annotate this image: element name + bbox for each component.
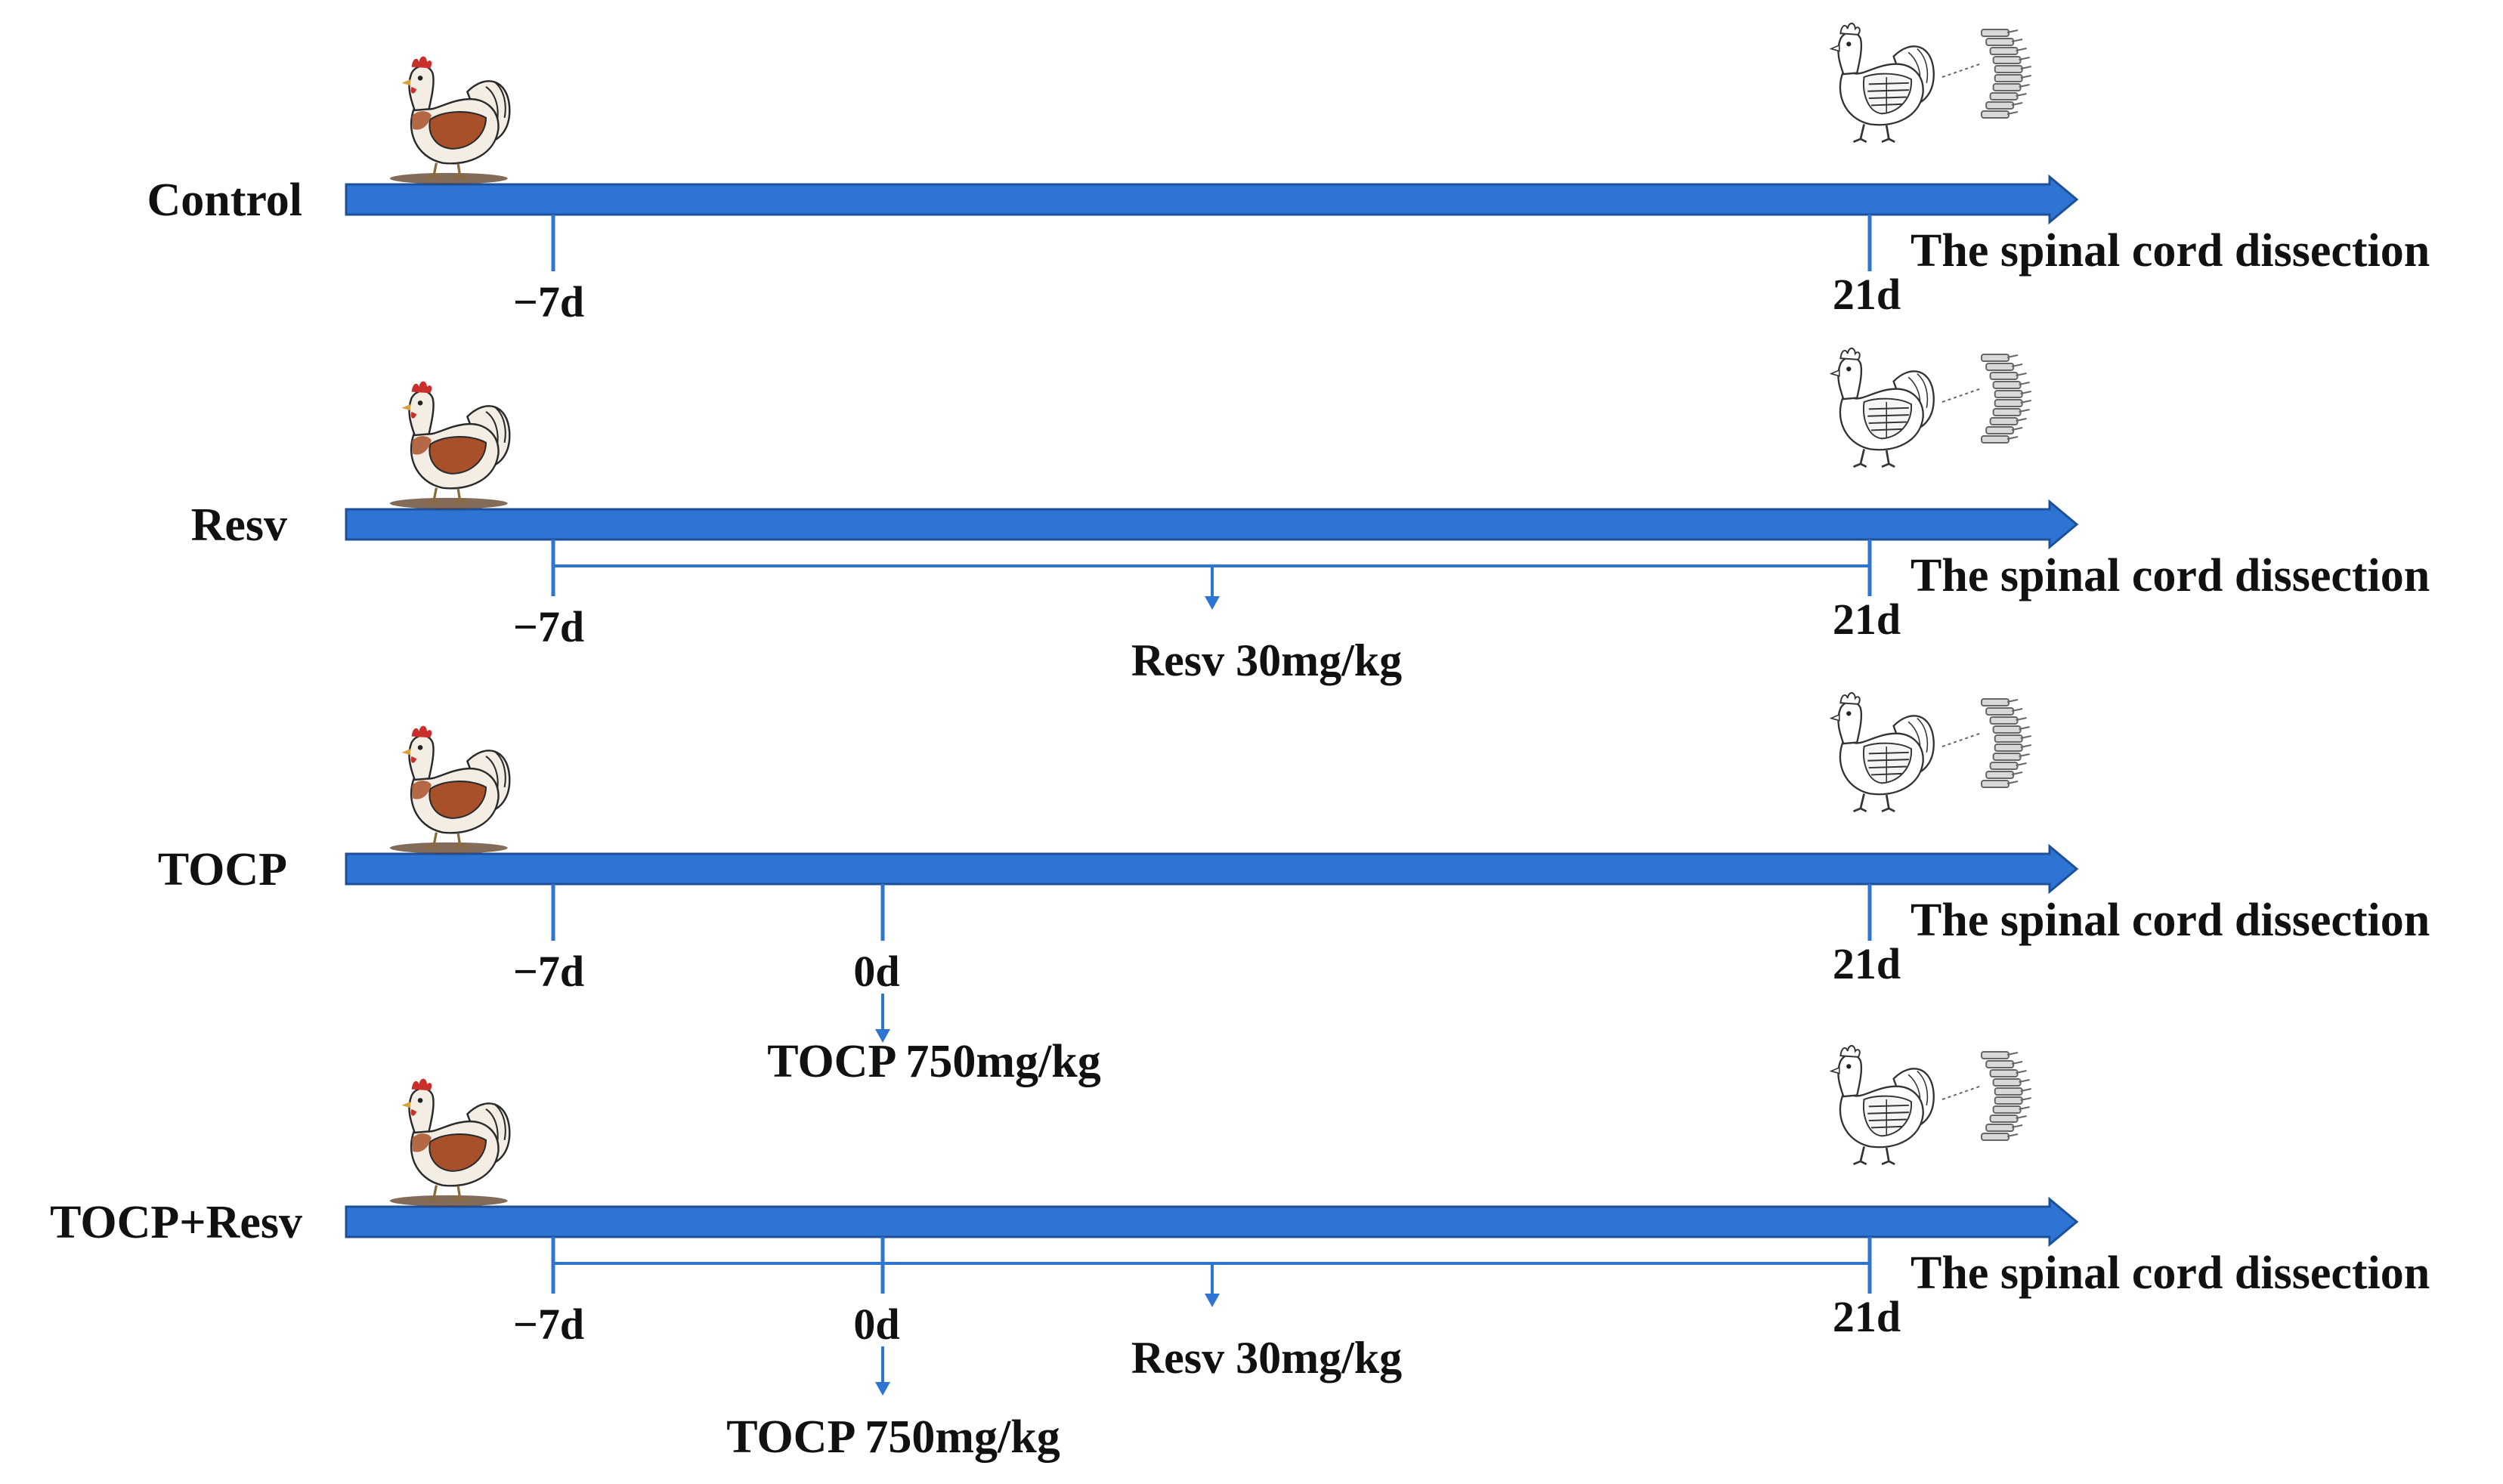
dissected-hen-icon	[1830, 347, 1935, 468]
end-day-label: 21d	[1833, 1292, 1901, 1341]
endpoint-label: The spinal cord dissection	[1911, 550, 2430, 601]
end-day-label: 21d	[1833, 270, 1901, 319]
group-label: TOCP+Resv	[50, 1197, 302, 1248]
end-day-label: 21d	[1833, 939, 1901, 988]
resv-arrow	[1205, 1263, 1220, 1307]
endpoint-label: The spinal cord dissection	[1911, 225, 2430, 277]
tocp-dose-label: TOCP 750mg/kg	[726, 1411, 1060, 1463]
start-day-label: −7d	[513, 1300, 584, 1349]
group-label: Control	[147, 175, 302, 226]
endpoint-label: The spinal cord dissection	[1911, 1247, 2430, 1299]
spinal-cord-icon	[1941, 1051, 2031, 1141]
resv-arrow	[1205, 566, 1220, 610]
start-day-label: −7d	[513, 602, 584, 651]
timeline-arrow	[345, 843, 2079, 895]
group-label: TOCP	[158, 844, 287, 895]
dissected-hen-icon	[1830, 22, 1935, 144]
start-day-label: −7d	[513, 277, 584, 326]
tocp-arrow	[875, 1346, 890, 1396]
spinal-cord-icon	[1941, 354, 2031, 444]
zero-day-label: 0d	[853, 947, 899, 996]
resv-dose-label: Resv 30mg/kg	[1131, 1333, 1402, 1383]
timeline-arrow	[345, 174, 2079, 225]
dissected-hen-icon	[1830, 1044, 1935, 1166]
endpoint-label: The spinal cord dissection	[1911, 895, 2430, 946]
tocp-arrow	[875, 994, 890, 1043]
spinal-cord-icon	[1941, 698, 2031, 788]
hen-icon	[388, 1077, 511, 1208]
group-label: Resv	[191, 499, 287, 551]
timeline-arrow	[345, 1196, 2079, 1247]
hen-icon	[388, 380, 511, 511]
spinal-cord-icon	[1941, 29, 2031, 119]
tocp-dose-label: TOCP 750mg/kg	[767, 1036, 1101, 1087]
start-day-label: −7d	[513, 947, 584, 996]
hen-icon	[388, 725, 511, 855]
hen-icon	[388, 55, 511, 186]
timeline-arrow	[345, 499, 2079, 550]
dissected-hen-icon	[1830, 691, 1935, 813]
end-day-label: 21d	[1833, 595, 1901, 644]
zero-day-label: 0d	[853, 1300, 899, 1349]
resv-dose-label: Resv 30mg/kg	[1131, 635, 1402, 685]
